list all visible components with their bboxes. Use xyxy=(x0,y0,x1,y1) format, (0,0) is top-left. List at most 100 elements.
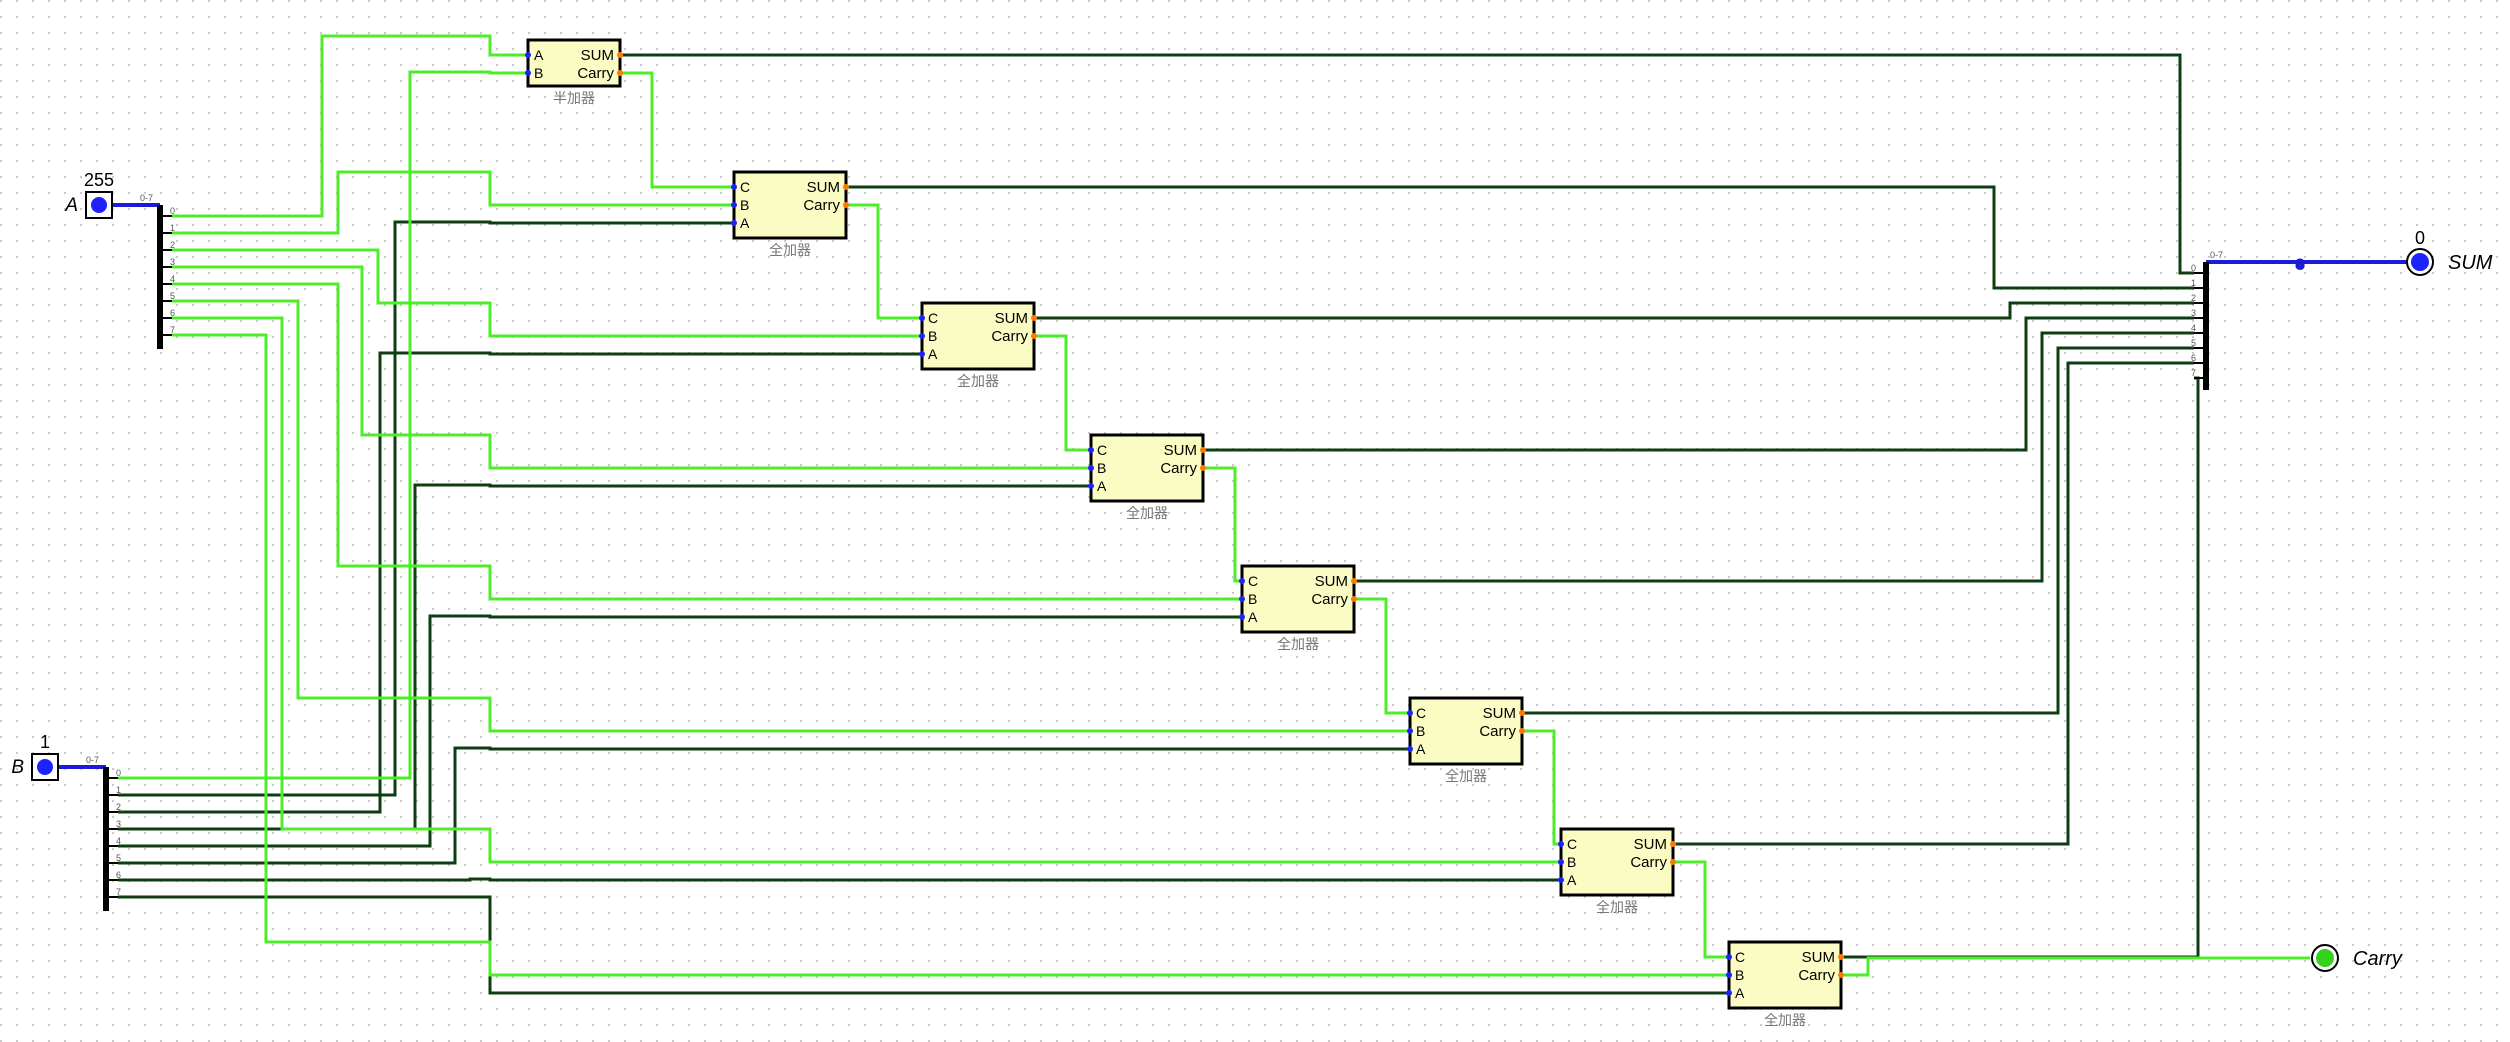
full-adder-5-port-c: C xyxy=(1416,705,1426,721)
full-adder-7-port-c: C xyxy=(1735,949,1745,965)
wires-low xyxy=(118,53,2200,995)
wire-carry-chain-4 xyxy=(1354,597,1410,715)
half-adder-port-sum: SUM xyxy=(581,47,614,64)
half-adder-pin-carry xyxy=(617,70,623,76)
full-adder-4-port-a: A xyxy=(1248,609,1258,625)
wire-b-bit-2 xyxy=(118,351,922,814)
wire-a-bit-6 xyxy=(172,316,1561,864)
full-adder-4-pin-sum xyxy=(1351,578,1357,584)
wire-a-bit-0 xyxy=(172,34,528,218)
wire-carry-out xyxy=(1841,956,2310,977)
full-adder-4-port-c: C xyxy=(1248,573,1258,589)
wire-carry-chain-1 xyxy=(846,203,922,320)
input-pin-a-led xyxy=(91,197,107,213)
full-adder-7-port-b: B xyxy=(1735,967,1744,983)
splitter-b-bit-label: 2 xyxy=(116,802,121,812)
full-adder-6-port-c: C xyxy=(1567,836,1577,852)
full-adder-3-pin-carry xyxy=(1200,465,1206,471)
wire-a-bit-2 xyxy=(172,248,922,338)
output-pin-sum-name: SUM xyxy=(2448,252,2493,274)
full-adder-4-pin-c xyxy=(1239,578,1245,584)
full-adder-6-port-a: A xyxy=(1567,872,1577,888)
wire-sum-bit-3 xyxy=(1203,316,2194,452)
splitter-a-bit-label: 2 xyxy=(170,240,175,250)
full-adder-6-port-b: B xyxy=(1567,854,1576,870)
full-adder-5-pin-sum xyxy=(1519,710,1525,716)
splitter-sum-bit-label: 2 xyxy=(2191,293,2196,303)
input-pin-b[interactable]: 1B xyxy=(11,732,59,781)
splitter-sum-bit-label: 1 xyxy=(2191,278,2196,288)
input-pin-b-name: B xyxy=(11,757,24,778)
full-adder-5-pin-c xyxy=(1407,710,1413,716)
splitter-a-bit-label: 6 xyxy=(170,308,175,318)
output-pin-carry[interactable]: Carry xyxy=(2311,944,2403,972)
full-adder-3-pin-a xyxy=(1088,483,1094,489)
wire-sum-bit-0 xyxy=(620,53,2194,275)
splitter-sum-bit-label: 0 xyxy=(2191,263,2196,273)
full-adder-3-port-a: A xyxy=(1097,478,1107,494)
full-adder-7-port-a: A xyxy=(1735,985,1745,1001)
splitter-a-bit-label: 5 xyxy=(170,291,175,301)
splitter-a-bit-label: 7 xyxy=(170,325,175,335)
half-adder-port-b: B xyxy=(534,65,543,81)
splitter-b-bit-label: 5 xyxy=(116,853,121,863)
output-pin-carry-led xyxy=(2316,949,2334,967)
input-pin-b-led xyxy=(37,759,53,775)
full-adder-4-pin-a xyxy=(1239,614,1245,620)
splitter-b-bit-label: 3 xyxy=(116,819,121,829)
full-adder-2-pin-c xyxy=(919,315,925,321)
full-adder-5-pin-b xyxy=(1407,728,1413,734)
full-adder-4-pin-b xyxy=(1239,596,1245,602)
splitter-b-bit-label: 7 xyxy=(116,887,121,897)
wire-sum-bit-5 xyxy=(1522,346,2194,715)
full-adder-2-port-a: A xyxy=(928,346,938,362)
input-pin-a-value: 255 xyxy=(84,170,114,190)
full-adder-7-label: 全加器 xyxy=(1764,1012,1806,1028)
splitter-a-bit-label: 1 xyxy=(170,223,175,233)
full-adder-2-pin-a xyxy=(919,351,925,357)
full-adder-1-port-b: B xyxy=(740,197,749,213)
full-adder-4-body xyxy=(1240,564,1356,634)
full-adder-4-port-sum: SUM xyxy=(1315,573,1348,590)
wire-a-bit-4 xyxy=(172,282,1242,601)
half-adder-port-a: A xyxy=(534,47,544,63)
half-adder-pin-a xyxy=(525,52,531,58)
full-adder-1-port-c: C xyxy=(740,179,750,195)
input-pin-b-box xyxy=(31,753,59,781)
wire-b-bit-7 xyxy=(118,895,1729,995)
full-adder-4-label: 全加器 xyxy=(1277,636,1319,652)
full-adder-3-port-b: B xyxy=(1097,460,1106,476)
wire-carry-chain-6 xyxy=(1673,860,1729,959)
bus-width-label: 8 xyxy=(2297,259,2303,271)
full-adder-3-pin-sum xyxy=(1200,447,1206,453)
wires-high xyxy=(118,34,2310,977)
full-adder-6-label: 全加器 xyxy=(1596,899,1638,915)
full-adder-6-pin-sum xyxy=(1670,841,1676,847)
splitter-b-bit-label: 6 xyxy=(116,870,121,880)
full-adder-2-label: 全加器 xyxy=(957,373,999,389)
full-adder-2-pin-sum xyxy=(1031,315,1037,321)
full-adder-1-label: 全加器 xyxy=(769,242,811,258)
full-adder-3-label: 全加器 xyxy=(1126,505,1168,521)
full-adder-2-port-sum: SUM xyxy=(995,310,1028,327)
full-adder-5-port-carry: Carry xyxy=(1479,723,1516,740)
full-adder-1-pin-a xyxy=(731,220,737,226)
splitter-a-bit-label: 4 xyxy=(170,274,175,284)
splitter-a-bit-label: 0 xyxy=(170,206,175,216)
full-adder-5-label: 全加器 xyxy=(1445,768,1487,784)
full-adder-7-pin-b xyxy=(1726,972,1732,978)
